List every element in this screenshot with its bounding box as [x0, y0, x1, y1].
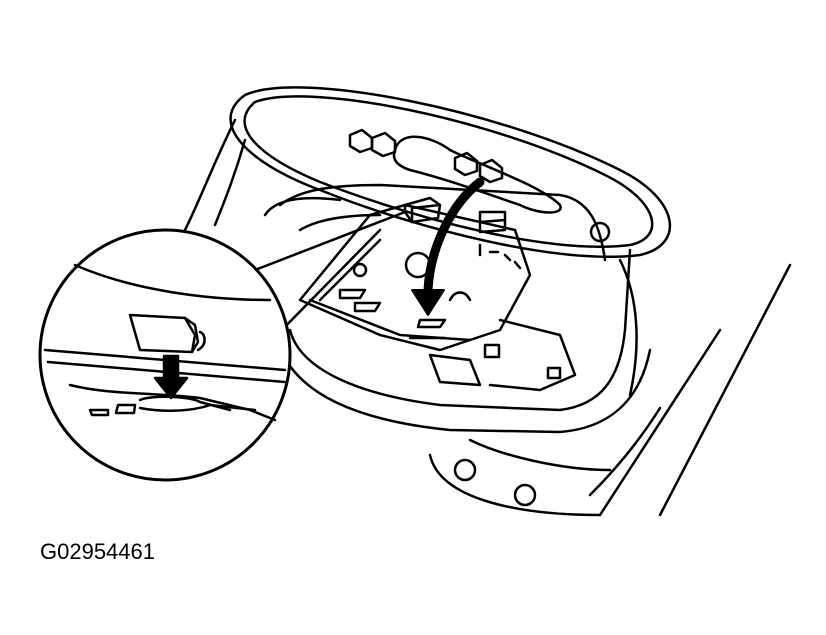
overhead-console	[229, 86, 672, 258]
detail-callout-lines	[253, 210, 407, 344]
vehicle-headliner	[173, 118, 792, 517]
installation-arrow	[411, 177, 485, 316]
detail-magnifier	[38, 228, 292, 482]
console-clip	[348, 128, 504, 184]
figure-id: G02954461	[40, 539, 155, 564]
